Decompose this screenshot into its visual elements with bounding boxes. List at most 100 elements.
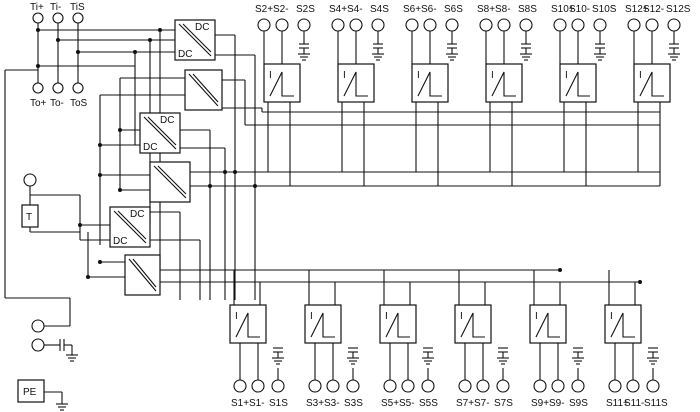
bottom-channel-ch1-terminal-0 <box>233 379 247 393</box>
bottom-channel-ch1-symbol: I <box>235 311 238 322</box>
top-channel-ch12-label-0: S12+ <box>625 4 649 15</box>
bottom-channel-ch1-terminal-2 <box>271 379 285 393</box>
input-terminal-top-0 <box>32 12 44 24</box>
top-channel-ch2-label-2: S2S <box>296 4 315 15</box>
bottom-channel-ch9-terminal-2 <box>571 379 585 393</box>
bottom-channel-ch7-symbol: I <box>460 311 463 322</box>
bottom-channel-ch1-label-2: S1S <box>269 398 288 409</box>
bottom-channel-ch11-terminal-1 <box>626 379 640 393</box>
bottom-channel-ch5-label-0: S5+ <box>381 398 399 409</box>
bottom-channel-ch7-label-1: S7- <box>474 398 490 409</box>
bottom-channel-ch3-label-2: S3S <box>344 398 363 409</box>
temperature-block-label: T <box>26 212 32 223</box>
bottom-channel-ch9-label-2: S9S <box>569 398 588 409</box>
converter-1-diagonal-a <box>178 23 212 57</box>
top-channel-ch4-symbol: I <box>343 70 346 81</box>
pe-block <box>17 379 45 403</box>
bottom-channel-ch1-label-0: S1+ <box>231 398 249 409</box>
top-channel-ch6-label-2: S6S <box>444 4 463 15</box>
bottom-channel-ch1-ramp-glyph <box>235 312 260 338</box>
input-terminal-bottom-label-2: ToS <box>70 98 88 109</box>
bottom-channel-ch11-symbol: I <box>610 311 613 322</box>
converter-5-diagonal-a <box>113 210 147 244</box>
top-channel-ch12-terminal-2 <box>667 18 681 32</box>
converter-5-label-top: DC <box>130 209 144 220</box>
converter-1-diagonal-b <box>182 23 212 53</box>
bottom-channel-ch9-label-0: S9+ <box>531 398 549 409</box>
input-terminal-bottom-label-0: To+ <box>30 98 47 109</box>
top-channel-ch2-terminal-1 <box>275 18 289 32</box>
bottom-channel-ch7-label-0: S7+ <box>456 398 474 409</box>
top-channel-ch10-terminal-2 <box>593 18 607 32</box>
bottom-channel-ch5-ramp-glyph <box>385 312 410 338</box>
top-channel-ch10-ramp-glyph <box>565 71 590 97</box>
top-channel-ch10-label-2: S10S <box>592 4 617 15</box>
bottom-channel-ch11-terminal-2 <box>646 379 660 393</box>
bottom-channel-ch3-terminal-1 <box>326 379 340 393</box>
bottom-channel-ch3-terminal-0 <box>308 379 322 393</box>
auxiliary-blocks: T PE <box>17 173 78 411</box>
top-channel-ch4-terminal-0 <box>331 18 345 32</box>
top-channel-ch8-symbol: I <box>491 70 494 81</box>
bottom-channel-ch9-symbol: I <box>535 311 538 322</box>
top-channel-ch6-terminal-0 <box>405 18 419 32</box>
bottom-channel-ch3-symbol: I <box>310 311 313 322</box>
top-channel-ch12-label-1: S12- <box>643 4 664 15</box>
input-terminal-bottom-label-1: To- <box>50 98 64 109</box>
top-channel-ch4-label-1: S4- <box>347 4 363 15</box>
top-channel-ch10-terminal-1 <box>571 18 585 32</box>
bottom-channel-ch11-label-0: S11+ <box>606 398 629 409</box>
top-channel-ch12-symbol: I <box>639 70 642 81</box>
converter-1-label-bottom: DC <box>178 49 192 60</box>
temperature-block <box>21 204 39 228</box>
top-channel-ch8-label-1: S8- <box>495 4 511 15</box>
top-channel-ch2-terminal-0 <box>257 18 271 32</box>
top-channel-ch4-ramp-glyph <box>343 71 368 97</box>
bottom-channel-ch7-terminal-1 <box>476 379 490 393</box>
converter-1-label-top: DC <box>195 22 209 33</box>
bottom-channel-ch7-terminal-0 <box>458 379 472 393</box>
bottom-channel-ch5-terminal-1 <box>401 379 415 393</box>
top-channel-ch6-label-1: S6- <box>421 4 437 15</box>
top-channel-ch8-terminal-1 <box>497 18 511 32</box>
bottom-channel-ch9-terminal-1 <box>551 379 565 393</box>
bottom-channel-ch5-terminal-2 <box>421 379 435 393</box>
top-channel-ch12-ramp-glyph <box>639 71 664 97</box>
top-channel-ch6-terminal-2 <box>445 18 459 32</box>
top-channel-ch8-label-2: S8S <box>518 4 537 15</box>
top-channel-ch12-terminal-1 <box>645 18 659 32</box>
bottom-channel-ch5-label-2: S5S <box>419 398 438 409</box>
bottom-channel-ch11-label-1: S11- <box>624 398 644 409</box>
top-channel-ch10-label-1: S10- <box>569 4 590 15</box>
top-channel-ch8-terminal-0 <box>479 18 493 32</box>
converter-5-label-bottom: DC <box>113 236 127 247</box>
input-terminal-top-2 <box>72 12 84 24</box>
bottom-channel-ch9-label-1: S9- <box>549 398 565 409</box>
bottom-channel-row: IS1+S1-S1SIS3+S3-S3SIS5+S5-S5SIS7+S7-S7S… <box>229 270 668 409</box>
bottom-channel-ch5-label-1: S5- <box>399 398 415 409</box>
bottom-channel-ch9-terminal-0 <box>533 379 547 393</box>
top-channel-ch8-ramp-glyph <box>491 71 516 97</box>
converter-2-diagonal-b <box>192 73 219 103</box>
top-channel-ch8-label-0: S8+ <box>477 4 495 15</box>
pe-label: PE <box>23 387 37 398</box>
converter-3-diagonal-a <box>143 116 177 150</box>
junction-dots <box>36 28 642 284</box>
converter-2-diagonal-a <box>188 73 219 107</box>
top-channel-ch2-label-1: S2- <box>273 4 289 15</box>
bottom-channel-ch1-label-1: S1- <box>249 398 265 409</box>
converter-3-label-top: DC <box>160 115 174 126</box>
bottom-channel-ch3-terminal-2 <box>346 379 360 393</box>
converter-3-label-bottom: DC <box>143 142 157 153</box>
top-channel-ch4-label-2: S4S <box>370 4 389 15</box>
input-terminal-top-label-1: Ti- <box>50 2 61 13</box>
bottom-channel-ch5-symbol: I <box>385 311 388 322</box>
bottom-channel-ch3-ramp-glyph <box>310 312 335 338</box>
converter-6-diagonal-b <box>132 258 157 288</box>
input-terminal-top-label-0: Ti+ <box>30 2 44 13</box>
top-channel-ch4-terminal-1 <box>349 18 363 32</box>
top-channel-ch4-label-0: S4+ <box>329 4 347 15</box>
converter-4-diagonal-a <box>153 165 187 199</box>
aux-terminal-top <box>23 173 37 187</box>
